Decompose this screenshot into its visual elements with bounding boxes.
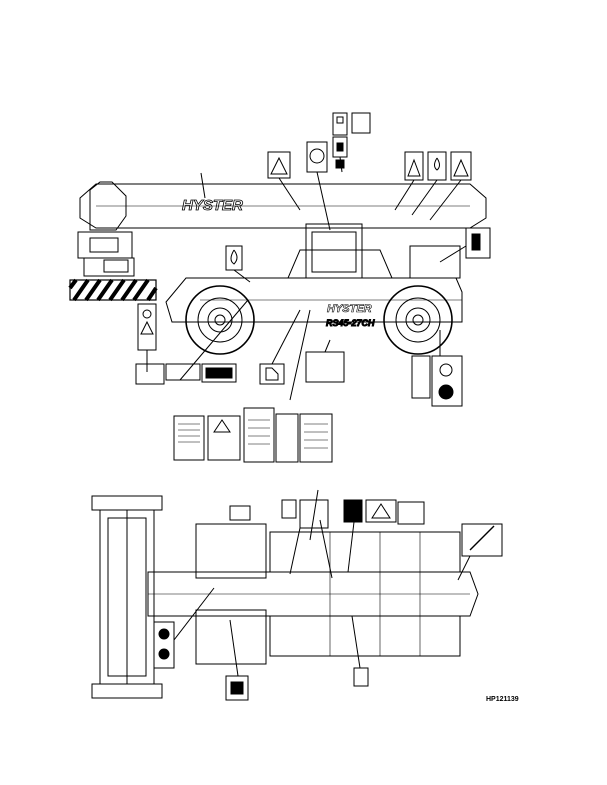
lifting-chain-icon	[469, 525, 495, 551]
warning-icon-row	[267, 141, 472, 231]
right-side-decals	[411, 330, 463, 407]
boom-brand-label: HYSTER	[182, 197, 243, 214]
hand-crush-icon	[309, 148, 325, 164]
hook-icon	[230, 249, 238, 265]
boom-top	[147, 523, 479, 665]
text-decal-row	[173, 407, 333, 463]
warning-triangle-icon	[407, 158, 421, 177]
left-side-decal	[137, 303, 157, 372]
warning-triangle-icon	[453, 158, 469, 177]
model-label: RS45-27CH	[326, 318, 375, 328]
hook-icon	[434, 157, 440, 171]
hazard-stripe-decal	[68, 278, 158, 302]
warning-triangle-icon	[270, 156, 288, 175]
top-view	[91, 489, 503, 701]
chassis: HYSTER RS45-27CH	[165, 223, 491, 329]
front-wheel	[185, 285, 255, 355]
warning-triangle-icon	[438, 384, 454, 400]
figure-reference-number: HP121139	[486, 696, 519, 703]
side-lower-decals	[135, 299, 345, 401]
manual-decal	[299, 413, 333, 463]
side-view: HYSTER HYSTER RS45-27CH	[68, 112, 491, 463]
chassis-brand-label: HYSTER	[327, 303, 372, 315]
top-view-decals	[153, 489, 503, 701]
top-decal-cluster	[332, 112, 371, 173]
spreader-top	[91, 495, 163, 699]
spreader-head	[77, 231, 135, 277]
boom: HYSTER	[79, 172, 487, 231]
rear-wheel	[383, 285, 453, 355]
fuel-pump-icon	[471, 233, 481, 251]
